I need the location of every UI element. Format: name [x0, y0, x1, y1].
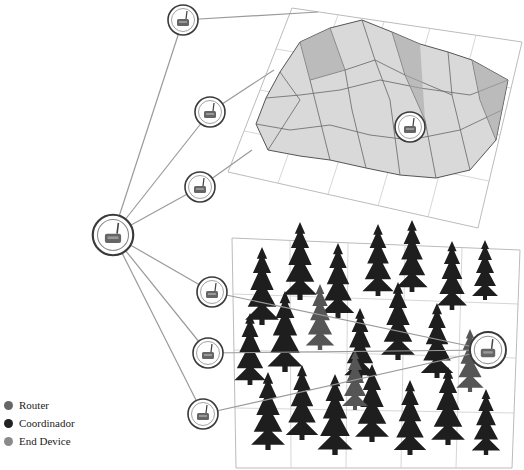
legend-item: Coordinador — [4, 414, 75, 432]
legend-label: Router — [19, 399, 49, 411]
legend-label: Coordinador — [19, 417, 75, 429]
legend: RouterCoordinadorEnd Device — [4, 396, 75, 450]
legend-swatch — [4, 419, 13, 428]
terrain-map — [228, 8, 522, 228]
legend-swatch — [4, 437, 13, 446]
device-icon — [93, 5, 506, 429]
legend-item: End Device — [4, 432, 75, 450]
legend-label: End Device — [19, 435, 71, 447]
forest-plot — [232, 220, 520, 468]
radio-link — [113, 12, 488, 414]
legend-swatch — [4, 401, 13, 410]
legend-item: Router — [4, 396, 75, 414]
